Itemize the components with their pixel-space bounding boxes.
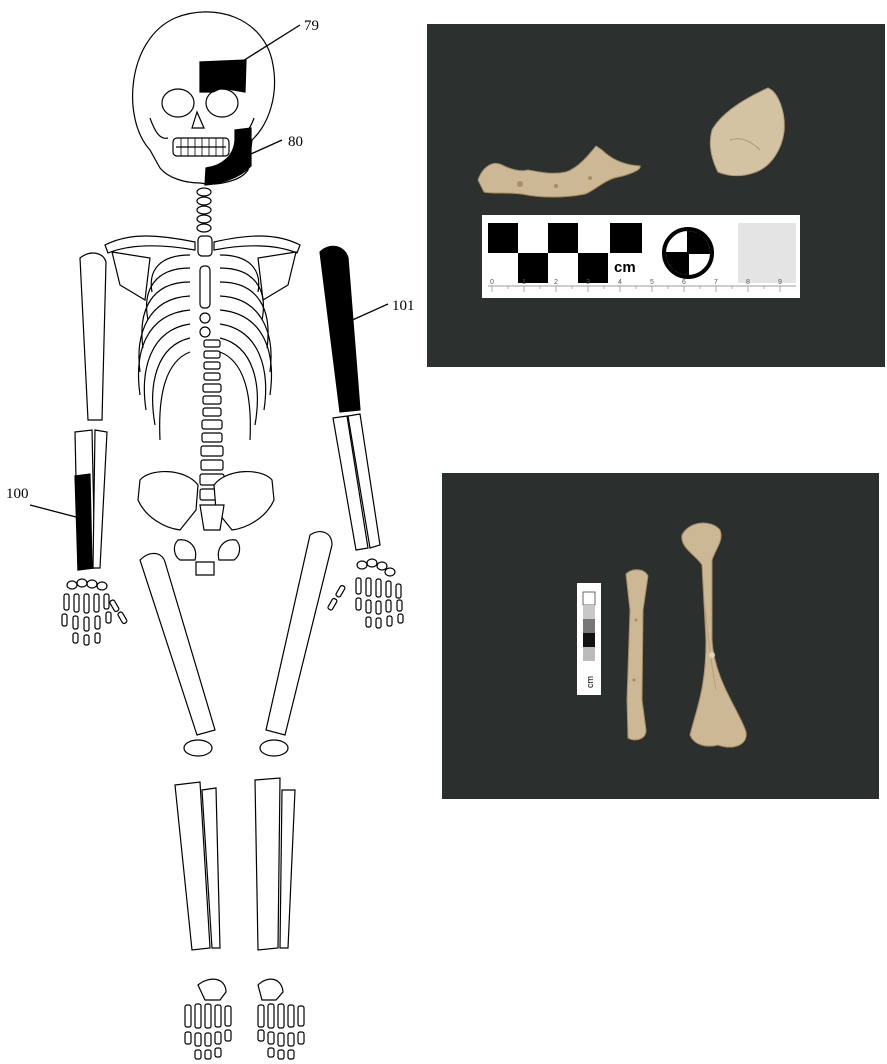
ruler-num: 7 [714,279,718,286]
leader-100 [30,505,76,517]
cervical-vertebrae [197,188,211,232]
ruler-num: 9 [778,279,782,286]
skull [133,12,275,185]
ruler-num: 1 [522,279,526,286]
scale-unit-top: cm [614,259,636,276]
callout-100: 100 [6,486,29,502]
callout-101: 101 [392,298,415,314]
leader-101 [348,304,388,322]
sternum [198,236,212,337]
highlight-79 [200,60,246,92]
scale-card-top: cm 0 1 2 3 4 5 6 7 8 [482,215,800,298]
photo-top: cm 0 1 2 3 4 5 6 7 8 [427,24,885,367]
clavicle-left [105,236,195,253]
photo-bottom: cm [442,473,879,799]
leg-right [255,532,332,1000]
clavicle-right [214,236,300,253]
ruler-num: 3 [586,279,590,286]
ruler-num: 6 [682,279,686,286]
ruler-num: 2 [554,279,558,286]
skeleton-diagram [62,12,403,1059]
scapula-left [112,252,150,300]
ruler-num: 5 [650,279,654,286]
callout-79: 79 [304,18,319,34]
scale-bar-bottom: cm [577,583,601,695]
foot-left [185,1004,231,1059]
ruler-num: 4 [618,279,622,286]
highlight-101 [320,246,360,412]
ruler-num: 8 [746,279,750,286]
foot-right [258,1004,304,1059]
arm-left [75,253,107,570]
arm-right [320,246,380,550]
ruler-num: 0 [490,279,494,286]
spine [200,340,224,500]
hand-left [62,579,128,645]
callout-80: 80 [288,134,303,150]
scapula-right [258,252,296,300]
leg-left [140,553,226,1000]
scale-unit-bottom: cm [585,676,595,688]
highlight-100 [75,474,92,570]
hand-right [327,559,403,628]
